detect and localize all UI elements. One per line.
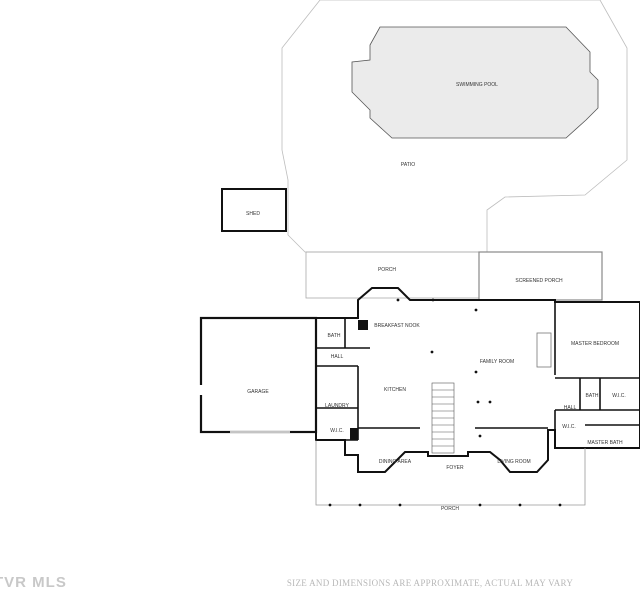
garage-label: GARAGE [247, 389, 269, 395]
wic-left-label: W.I.C. [330, 428, 344, 434]
family-room-label: FAMILY ROOM [480, 359, 514, 365]
garage [199, 316, 318, 434]
hall-left-label: HALL [331, 354, 344, 360]
wic-master-label: W.I.C. [612, 393, 626, 399]
dining-area-label: DINING AREA [379, 459, 412, 465]
disclaimer-text: SIZE AND DIMENSIONS ARE APPROXIMATE, ACT… [286, 578, 574, 588]
swimming-pool-label: SWIMMING POOL [456, 82, 498, 88]
shed [221, 188, 287, 232]
screened-porch [478, 251, 603, 301]
hall-right-label: HALL [564, 405, 577, 411]
breakfast-nook-label: BREAKFAST NOOK [374, 323, 420, 329]
patio-label: PATIO [401, 162, 415, 168]
staircase [431, 382, 455, 454]
swimming-pool [351, 26, 599, 139]
interior-walls [316, 302, 640, 448]
bath-label: BATH [328, 333, 341, 339]
kitchen-label: KITCHEN [384, 387, 406, 393]
wic-right-label: W.I.C. [562, 424, 576, 430]
house-outline [315, 287, 640, 473]
mls-logo: TVR MLS [0, 574, 67, 591]
master-bath-label: MASTER BATH [587, 440, 623, 446]
rear-porch [305, 251, 480, 299]
living-room-label: LIVING ROOM [497, 459, 530, 465]
master-bedroom-label: MASTER BEDROOM [571, 341, 619, 347]
shed-label: SHED [246, 211, 260, 217]
bath-master-label: BATH [586, 393, 599, 399]
patio-outline [281, 0, 628, 253]
laundry-label: LAUNDRY [325, 403, 349, 409]
porch-rear-label: PORCH [378, 267, 396, 273]
porch-front-label: PORCH [441, 506, 459, 512]
screened-porch-label: SCREENED PORCH [515, 278, 563, 284]
foyer-label: FOYER [446, 465, 464, 471]
front-porch [315, 440, 586, 506]
